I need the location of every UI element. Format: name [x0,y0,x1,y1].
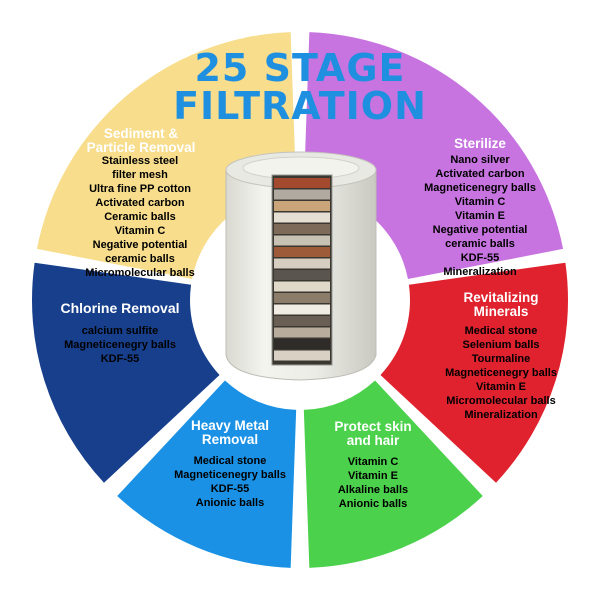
list-item: Anionic balls [195,497,265,509]
filter-layer [274,316,330,326]
list-item: Magneticenegry balls [424,182,536,194]
list-item: Medical stone [193,455,267,467]
list-item: Micromolecular balls [446,395,556,407]
filter-layer [274,304,330,315]
segment-sediment [36,32,297,280]
list-item: Vitamin C [454,196,506,208]
segment-sterilize [303,32,564,280]
segment-list-sterilize: Nano silver Activated carbon Magneticene… [400,153,560,279]
list-item: Activated carbon [435,168,525,180]
list-item: Negative potential [432,224,528,236]
filter-layer [274,258,330,269]
list-item: Alkaline balls [337,484,409,496]
list-item: Selenium balls [462,339,540,351]
segment-list-sediment: Stainless steel filter mesh Ultra fine P… [60,154,220,280]
filter-cartridge-image [225,151,377,381]
list-item: KDF-55 [210,483,250,495]
list-item: Vitamin E [455,210,505,222]
list-item: KDF-55 [460,252,500,264]
list-item: Ceramic balls [104,211,176,223]
list-item: Medical stone [464,325,538,337]
list-item: Ultra fine PP cotton [89,183,191,195]
filter-layer [274,350,330,361]
segment-title-sediment: Sediment & Particle Removal [86,126,196,155]
filter-layer [274,327,330,338]
segment-heavy-metal [117,380,297,568]
list-item: Vitamin C [114,225,166,237]
segment-title-protect: Protect skin and hair [334,419,412,448]
segment-revitalizing [380,262,568,483]
filter-layer [274,189,330,200]
list-item: ceramic balls [105,253,175,265]
filter-layer [274,247,330,257]
list-item: Magneticenegry balls [64,339,176,351]
list-item: Nano silver [450,154,510,166]
list-item: Mineralization [443,266,517,278]
list-item: Activated carbon [95,197,185,209]
list-item: Vitamin C [347,456,399,468]
list-item: Anionic balls [338,498,408,510]
list-item: Magneticenegry balls [174,469,286,481]
list-item: Tourmaline [471,353,531,365]
list-item: Stainless steel [101,155,179,167]
list-item: filter mesh [112,169,168,181]
filter-layer [274,235,330,246]
segment-title-heavy-metal: Heavy Metal Removal [190,418,270,447]
segment-title-chlorine: Chlorine Removal [60,300,180,316]
filter-layer [274,339,330,349]
segment-title-sterilize: Sterilize [454,136,506,151]
filter-layer [274,201,330,211]
segment-list-chlorine: calcium sulfite Magneticenegry balls KDF… [45,324,195,366]
list-item: KDF-55 [100,353,140,365]
segment-protect [303,380,483,568]
list-item: Negative potential [92,239,188,251]
list-item: calcium sulfite [81,325,159,337]
segment-list-heavy-metal: Medical stone Magneticenegry balls KDF-5… [155,454,305,510]
segment-chlorine [31,262,220,483]
filter-layer [274,212,330,223]
filter-layer [274,270,330,280]
segment-list-revitalizing: Medical stone Selenium balls Tourmaline … [421,324,581,422]
list-item: Vitamin E [476,381,526,393]
filter-layer [274,293,330,303]
list-item: Micromolecular balls [85,267,195,279]
title-line-2: FILTRATION [173,84,427,128]
filter-layer [274,178,330,188]
list-item: ceramic balls [445,238,515,250]
filter-layer [274,281,330,292]
filter-layer [274,224,330,234]
list-item: Mineralization [464,409,538,421]
segment-title-revitalizing: Revitalizing Minerals [463,290,539,319]
list-item: Magneticenegry balls [445,367,557,379]
list-item: Vitamin E [348,470,398,482]
title-line-1: 25 STAGE [194,46,406,90]
segment-list-protect: Vitamin C Vitamin E Alkaline balls Anion… [308,455,438,511]
